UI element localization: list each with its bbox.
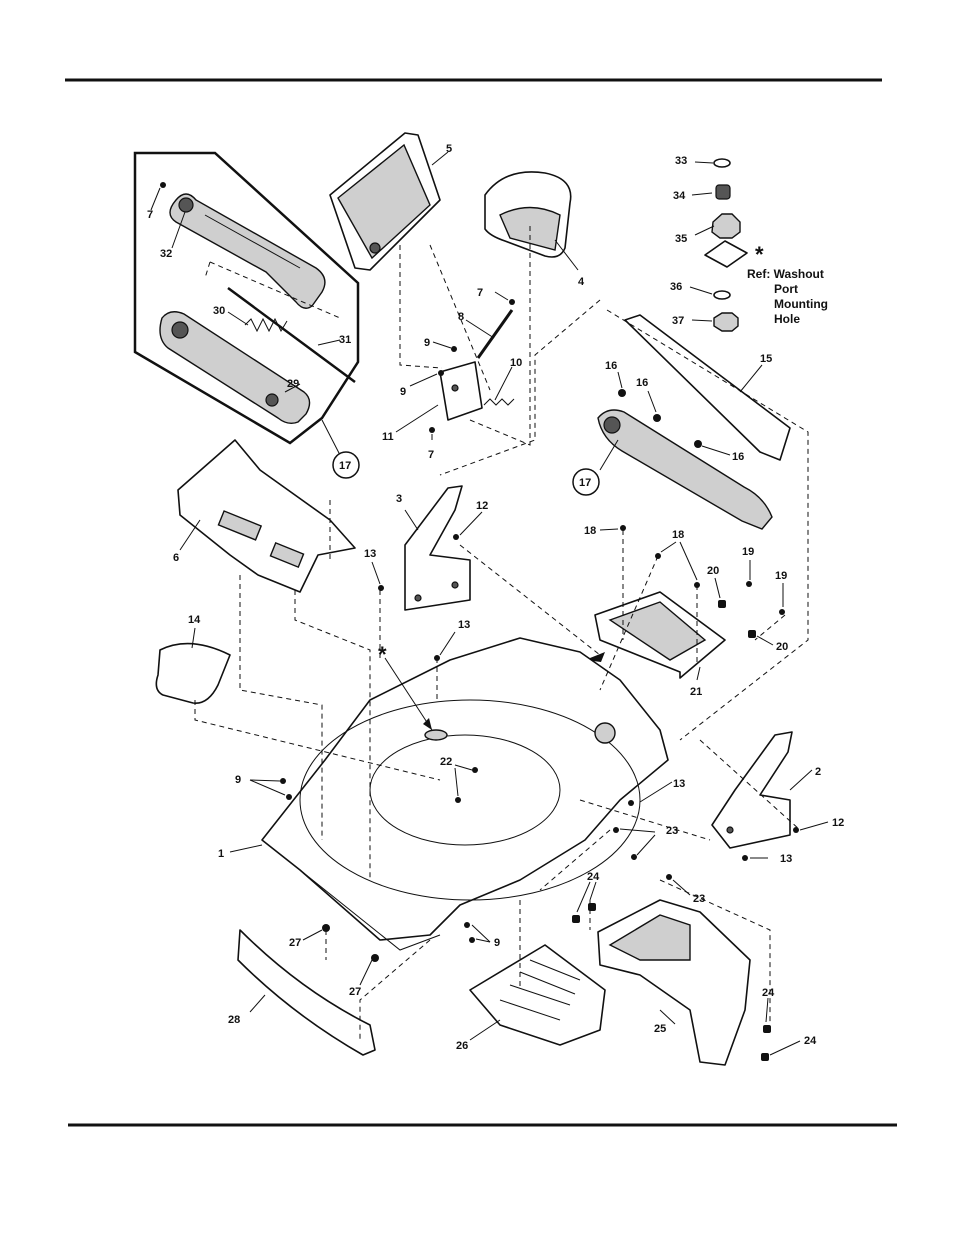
part-1-deck — [262, 638, 668, 950]
callout-24-b: 24 — [762, 987, 775, 999]
washout-port-hardware — [705, 159, 747, 331]
part-8-rod — [478, 310, 512, 358]
part-34-plug — [716, 185, 730, 199]
washout-port-mount — [705, 241, 747, 267]
callout-27-a: 27 — [289, 937, 301, 949]
callout-14: 14 — [188, 614, 201, 626]
callout-9-c: 9 — [235, 774, 241, 786]
ref-note-line-4: Hole — [774, 312, 800, 326]
part-21-chute — [585, 592, 725, 678]
callout-21: 21 — [690, 686, 702, 698]
callout-12-b: 12 — [832, 817, 844, 829]
callout-15: 15 — [760, 353, 772, 365]
part-33-washer — [714, 159, 730, 167]
part-10-spring — [484, 399, 514, 405]
callout-16-c: 16 — [732, 451, 744, 463]
callout-26: 26 — [456, 1040, 468, 1052]
callout-9-d: 9 — [494, 937, 500, 949]
part-2-bracket — [712, 732, 792, 848]
callout-22: 22 — [440, 756, 452, 768]
callout-9-a: 9 — [424, 337, 430, 349]
callout-7-a: 7 — [147, 209, 153, 221]
callout-9-b: 9 — [400, 386, 406, 398]
ref-note-line-2: Port — [774, 282, 798, 296]
callout-32: 32 — [160, 248, 172, 260]
part-3-bracket — [405, 486, 470, 610]
callout-16-a: 16 — [605, 360, 617, 372]
callout-24-a: 24 — [587, 871, 600, 883]
callout-19-a: 19 — [742, 546, 754, 558]
asterisk-deck: * — [378, 642, 387, 667]
part-37-nut — [714, 313, 738, 331]
ref-note-line-3: Mounting — [774, 297, 828, 311]
part-29-handle-bottom — [160, 312, 310, 424]
callout-13-d: 13 — [780, 853, 792, 865]
part-30-spring — [245, 319, 287, 331]
callout-37: 37 — [672, 315, 684, 327]
callout-11: 11 — [382, 431, 394, 443]
handle-inset-frame — [135, 153, 358, 443]
callout-13-c: 13 — [673, 778, 685, 790]
callout-33: 33 — [675, 155, 687, 167]
callout-7-b: 7 — [477, 287, 483, 299]
callout-17-left: 17 — [339, 460, 351, 472]
callout-17-right: 17 — [579, 477, 591, 489]
callout-24-c: 24 — [804, 1035, 817, 1047]
washout-ref-note: * Ref: Washout Port Mounting Hole — [747, 242, 828, 326]
callout-12-a: 12 — [476, 500, 488, 512]
callout-23-b: 23 — [693, 893, 705, 905]
callout-35: 35 — [675, 233, 687, 245]
callout-19-b: 19 — [775, 570, 787, 582]
callout-7-c: 7 — [428, 449, 434, 461]
callout-3: 3 — [396, 493, 402, 505]
callout-10: 10 — [510, 357, 522, 369]
callout-36: 36 — [670, 281, 682, 293]
callout-20-a: 20 — [707, 565, 719, 577]
callout-4: 4 — [578, 276, 585, 288]
callout-31: 31 — [339, 334, 351, 346]
callout-5: 5 — [446, 143, 452, 155]
callout-20-b: 20 — [776, 641, 788, 653]
ref-note-line-1: Ref: Washout — [747, 267, 824, 281]
part-32-handle-top — [170, 194, 325, 308]
part-25-side-guard — [598, 900, 750, 1065]
callout-34: 34 — [673, 190, 686, 202]
callout-18-b: 18 — [672, 529, 684, 541]
callout-25: 25 — [654, 1023, 666, 1035]
callout-13-a: 13 — [364, 548, 376, 560]
part-6-rear-cover — [178, 440, 355, 592]
callout-23-a: 23 — [666, 825, 678, 837]
callout-6: 6 — [173, 552, 179, 564]
callout-29: 29 — [287, 378, 299, 390]
part-36-washer — [714, 291, 730, 299]
callout-1: 1 — [218, 848, 224, 860]
callout-8: 8 — [458, 311, 464, 323]
leader-lines — [151, 152, 828, 1055]
callout-labels: 5 4 33 34 35 36 37 7 32 30 31 29 7 8 9 1… — [147, 143, 844, 1052]
callout-28: 28 — [228, 1014, 240, 1026]
part-26-lower-guard — [470, 945, 605, 1045]
callout-30: 30 — [213, 305, 225, 317]
callout-13-b: 13 — [458, 619, 470, 631]
callout-27-b: 27 — [349, 986, 361, 998]
part-5-shield — [330, 133, 440, 270]
callout-16-b: 16 — [636, 377, 648, 389]
callout-18-a: 18 — [584, 525, 596, 537]
asterisk-note: * — [755, 242, 764, 267]
part-35-nut — [712, 214, 740, 238]
part-14-front-piece — [156, 644, 230, 704]
part-11-bracket — [440, 362, 482, 420]
callout-2: 2 — [815, 766, 821, 778]
